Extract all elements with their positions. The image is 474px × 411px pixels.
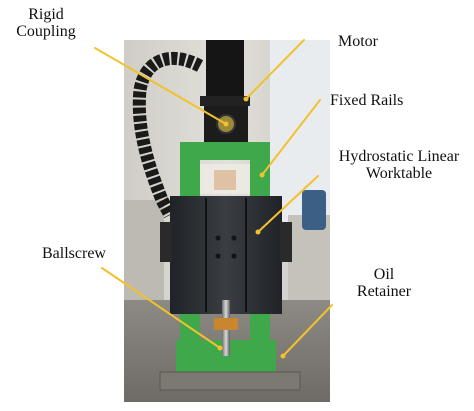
worktable-plate <box>170 196 282 314</box>
cable-chain <box>132 51 204 219</box>
label-rigid-coupling-line2: Coupling <box>16 23 76 40</box>
green-frame-top <box>180 142 270 160</box>
label-hydrostatic-line1: Hydrostatic Linear <box>338 148 460 165</box>
side-block-left <box>160 222 172 262</box>
label-oil-retainer-line2: Retainer <box>356 283 412 300</box>
leader-end-markers <box>217 96 286 359</box>
motor-body <box>206 40 244 100</box>
label-oil-retainer: Oil Retainer <box>334 266 434 300</box>
blue-chair <box>302 190 326 230</box>
side-block-right <box>280 222 292 262</box>
label-rigid-coupling: Rigid Coupling <box>4 6 88 40</box>
label-oil-retainer-line1: Oil <box>373 266 395 283</box>
leader-rigid-coupling <box>94 47 227 125</box>
leader-motor <box>245 39 305 100</box>
leader-lines <box>94 39 333 357</box>
label-fixed-rails: Fixed Rails <box>330 92 404 109</box>
bolt-pattern <box>215 235 237 259</box>
leader-oil-retainer <box>282 304 333 357</box>
leader-ballscrew <box>101 267 221 349</box>
label-motor: Motor <box>338 33 378 50</box>
label-ballscrew: Ballscrew <box>42 245 106 262</box>
label-rigid-coupling-line1: Rigid <box>28 6 64 23</box>
ballscrew-nut <box>214 318 238 330</box>
oil-retainer-tray <box>159 371 301 391</box>
photo <box>124 40 330 402</box>
label-hydrostatic-worktable: Hydrostatic Linear Worktable <box>326 148 472 182</box>
leader-hydrostatic <box>257 175 319 233</box>
leader-fixed-rails <box>261 99 321 176</box>
motor-flange <box>200 96 250 106</box>
rail-window <box>200 164 250 194</box>
label-hydrostatic-line2: Worktable <box>365 165 433 182</box>
